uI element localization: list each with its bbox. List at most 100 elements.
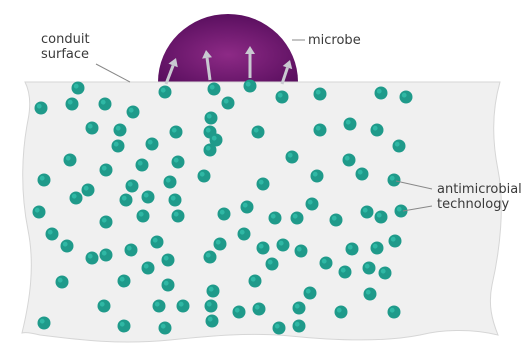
antimicrobial-particle: [343, 154, 356, 167]
antimicrobial-particle: [56, 276, 69, 289]
antimicrobial-particle: [137, 210, 150, 223]
antimicrobial-particle: [269, 212, 282, 225]
antimicrobial-particle: [222, 97, 235, 110]
antimicrobial-particle: [64, 154, 77, 167]
particle-highlight: [275, 324, 280, 329]
antimicrobial-particle: [253, 303, 266, 316]
antimicrobial-particle: [346, 243, 359, 256]
particle-highlight: [72, 194, 77, 199]
antimicrobial-particle: [339, 266, 352, 279]
particle-highlight: [174, 158, 179, 163]
particle-highlight: [308, 200, 313, 205]
particle-highlight: [271, 214, 276, 219]
particle-highlight: [129, 108, 134, 113]
particle-highlight: [259, 180, 264, 185]
particle-highlight: [138, 161, 143, 166]
antimicrobial-particle: [293, 320, 306, 333]
antimicrobial-particle: [295, 245, 308, 258]
particle-highlight: [358, 170, 363, 175]
antimicrobial-particle: [159, 86, 172, 99]
particle-highlight: [212, 136, 217, 141]
antimicrobial-particle: [86, 252, 99, 265]
antimicrobial-particle: [379, 267, 392, 280]
antimicrobial-particle: [151, 236, 164, 249]
particle-highlight: [153, 238, 158, 243]
particle-highlight: [220, 210, 225, 215]
antimicrobial-particle: [46, 228, 59, 241]
antimicrobial-particle: [306, 198, 319, 211]
particle-highlight: [346, 120, 351, 125]
particle-highlight: [40, 319, 45, 324]
antimicrobial-particle: [293, 302, 306, 315]
antimicrobial-particle: [162, 254, 175, 267]
particle-highlight: [58, 278, 63, 283]
antimicrobial-particle: [330, 214, 343, 227]
antimicrobial-particle: [311, 170, 324, 183]
particle-highlight: [68, 100, 73, 105]
particle-highlight: [63, 242, 68, 247]
antimicrobial-particle: [153, 300, 166, 313]
conduit-label-line1: conduit: [41, 32, 90, 47]
antimicrobial-particle: [172, 210, 185, 223]
antimicrobial-particle: [66, 98, 79, 111]
particle-highlight: [254, 128, 259, 133]
antimicrobial-particle: [70, 192, 83, 205]
antimicrobial-particle: [118, 275, 131, 288]
antimicrobial-particle: [177, 300, 190, 313]
antimicrobial-particle: [364, 288, 377, 301]
particle-highlight: [240, 230, 245, 235]
particle-highlight: [288, 153, 293, 158]
antimicrobial-particle: [375, 211, 388, 224]
antimicrobial-particle: [371, 242, 384, 255]
particle-highlight: [122, 196, 127, 201]
particle-highlight: [37, 104, 42, 109]
particle-highlight: [235, 308, 240, 313]
antimicrobial-particle: [320, 257, 333, 270]
antimicrobial-particle: [169, 194, 182, 207]
particle-highlight: [164, 256, 169, 261]
antimicrobial-particle: [375, 87, 388, 100]
particle-highlight: [114, 142, 119, 147]
particle-highlight: [345, 156, 350, 161]
antimicrobial-particle: [35, 102, 48, 115]
particle-highlight: [295, 322, 300, 327]
antimicrobial-particle: [371, 124, 384, 137]
particle-highlight: [209, 287, 214, 292]
particle-highlight: [166, 178, 171, 183]
particle-highlight: [397, 207, 402, 212]
antimicrobial-particle: [146, 138, 159, 151]
particle-highlight: [144, 264, 149, 269]
antimicrobial-particle: [38, 174, 51, 187]
particle-highlight: [341, 268, 346, 273]
particle-highlight: [148, 140, 153, 145]
particle-highlight: [84, 186, 89, 191]
antimicrobial-particle: [249, 275, 262, 288]
particle-highlight: [100, 302, 105, 307]
particle-highlight: [377, 213, 382, 218]
microbe-dome: [158, 14, 298, 82]
antimicrobial-particle: [393, 140, 406, 153]
antimicrobial-label-line1: antimicrobial: [437, 182, 522, 197]
particle-highlight: [206, 128, 211, 133]
antimicrobial-particle: [198, 170, 211, 183]
particle-highlight: [255, 305, 260, 310]
particle-highlight: [363, 208, 368, 213]
particle-highlight: [161, 324, 166, 329]
antimicrobial-particle: [162, 279, 175, 292]
antimicrobial-particle: [241, 201, 254, 214]
particle-highlight: [332, 216, 337, 221]
antimicrobial-particle: [208, 83, 221, 96]
antimicrobial-particle: [400, 91, 413, 104]
antimicrobial-particle: [100, 249, 113, 262]
antimicrobial-particle: [172, 156, 185, 169]
antimicrobial-particle: [389, 235, 402, 248]
antimicrobial-label-line2: technology: [437, 197, 522, 212]
antimicrobial-particle: [142, 262, 155, 275]
antimicrobial-particle: [82, 184, 95, 197]
particle-highlight: [391, 237, 396, 242]
particle-highlight: [66, 156, 71, 161]
antimicrobial-particle: [125, 244, 138, 257]
particle-highlight: [155, 302, 160, 307]
antimicrobial-particle: [126, 180, 139, 193]
antimicrobial-particle: [86, 122, 99, 135]
